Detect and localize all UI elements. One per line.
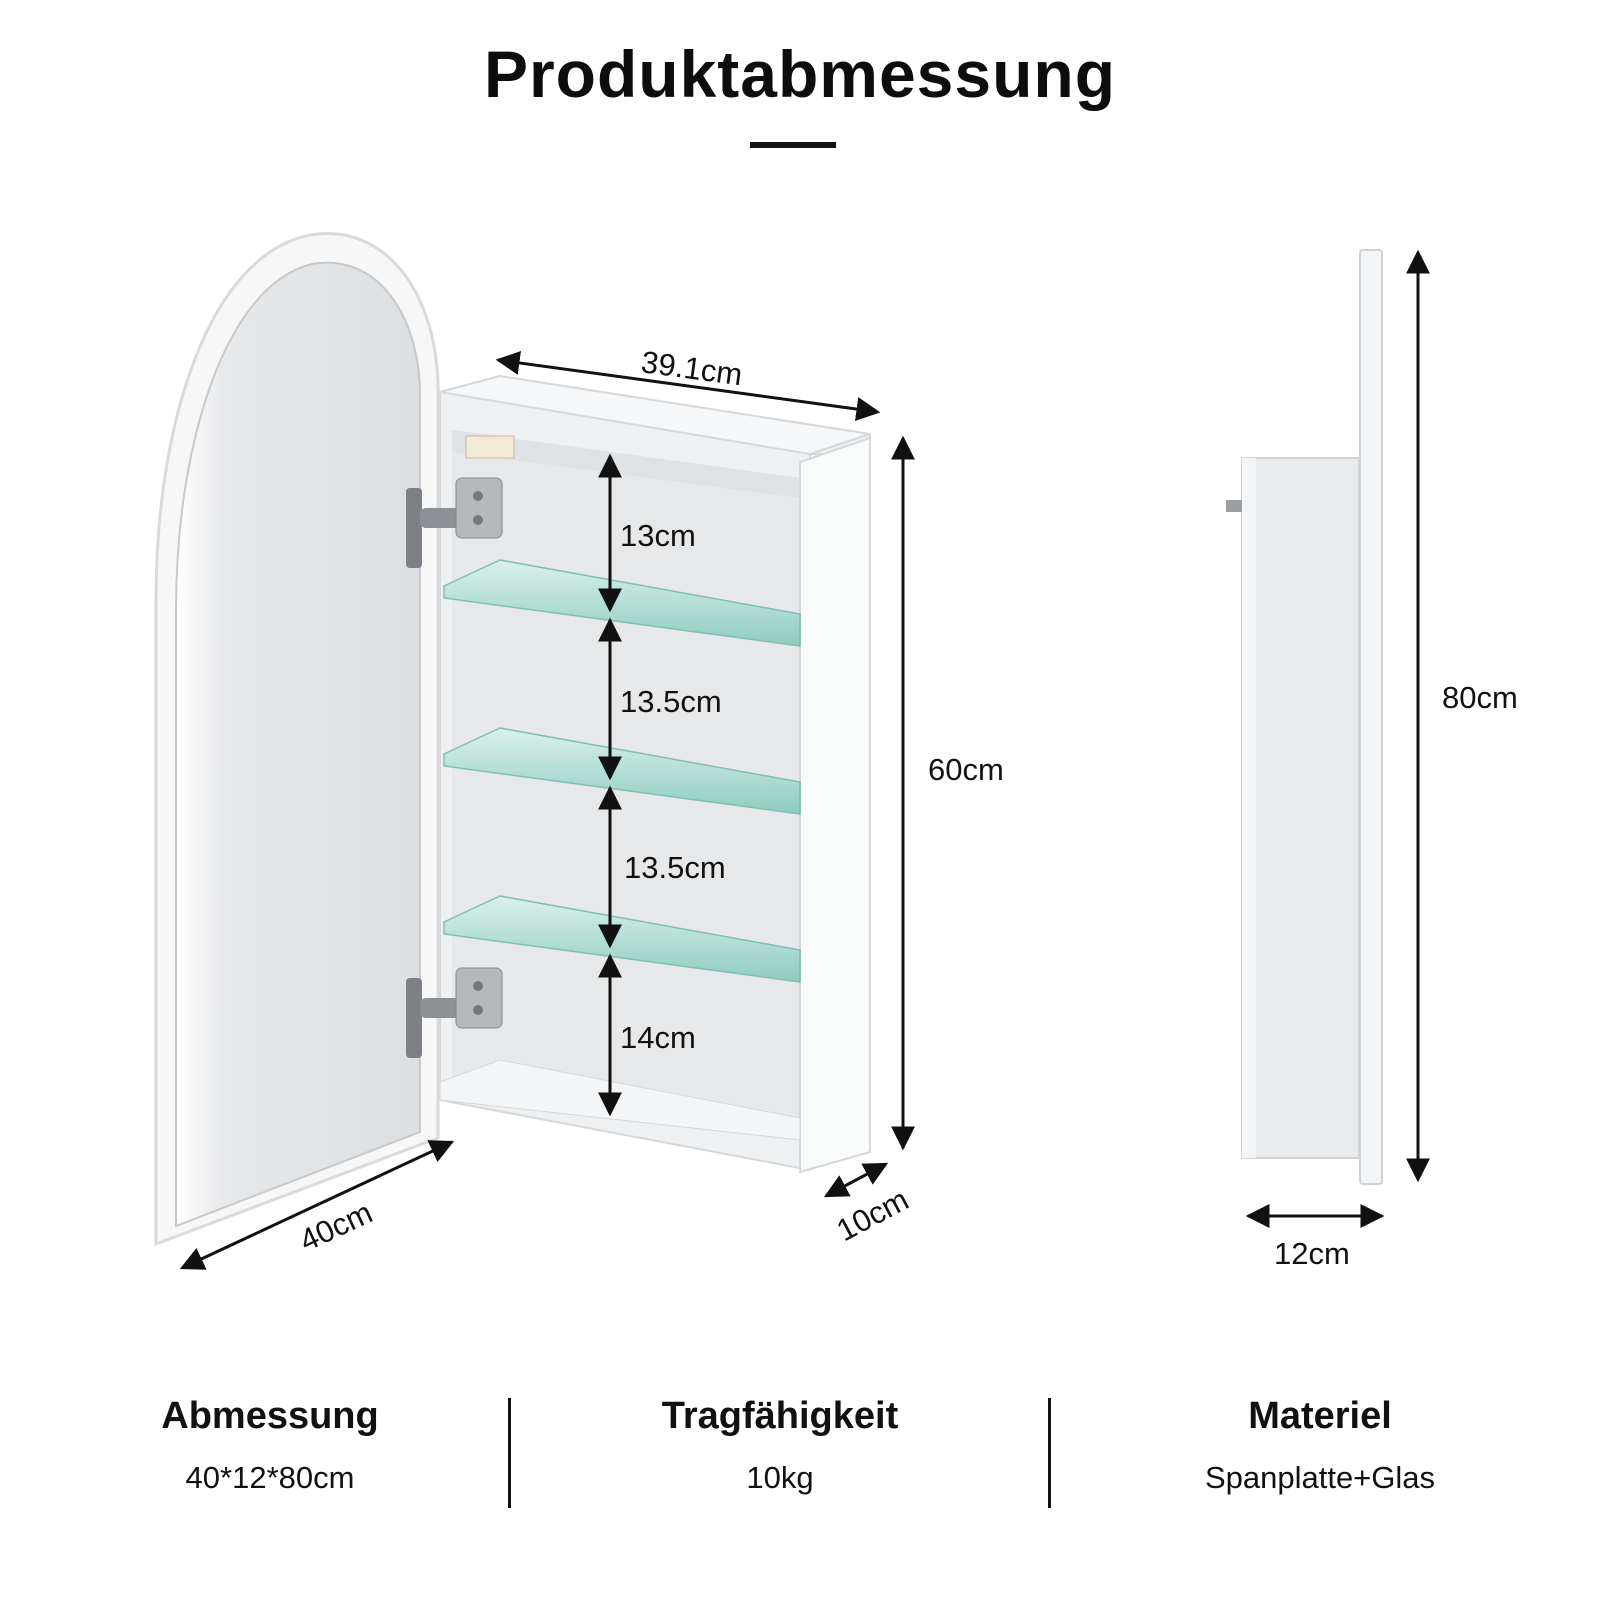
height-label: 60cm [928, 752, 1004, 787]
shelf-label-1: 13cm [620, 518, 696, 553]
glass-shelves [443, 559, 801, 983]
spec-dimensions-label: Abmessung [161, 1395, 379, 1437]
spec-load-label: Tragfähigkeit [661, 1395, 899, 1437]
spec-dimensions: Abmessung 40*12*80cm [110, 1395, 430, 1496]
width-label: 39.1cm [639, 344, 744, 392]
cabinet-side-view [1226, 249, 1383, 1185]
hinge-icon [406, 967, 503, 1058]
spec-material: Materiel Spanplatte+Glas [1160, 1395, 1480, 1496]
page-title: Produktabmessung [483, 37, 1117, 111]
spec-load-value: 10kg [746, 1460, 814, 1495]
total-height-label: 80cm [1442, 680, 1518, 715]
door-width-label: 40cm [294, 1195, 378, 1259]
spec-divider [508, 1398, 511, 1508]
shelf-label-3: 13.5cm [624, 850, 726, 885]
spec-load-capacity: Tragfähigkeit 10kg [620, 1395, 940, 1496]
spec-material-label: Materiel [1248, 1395, 1392, 1437]
spec-material-value: Spanplatte+Glas [1204, 1460, 1436, 1495]
total-depth-label: 12cm [1274, 1236, 1350, 1271]
width-arrow [495, 351, 881, 421]
depth-label: 10cm [831, 1182, 914, 1248]
door-width-arrow [179, 1140, 455, 1270]
hinge-icon [406, 477, 503, 568]
shelf-label-2: 13.5cm [620, 684, 722, 719]
shelf-label-4: 14cm [620, 1020, 696, 1055]
depth-arrow [823, 1162, 889, 1198]
spec-dimensions-value: 40*12*80cm [185, 1460, 355, 1495]
title-underline [750, 142, 836, 148]
spec-divider [1048, 1398, 1051, 1508]
cabinet-door [154, 232, 440, 1247]
